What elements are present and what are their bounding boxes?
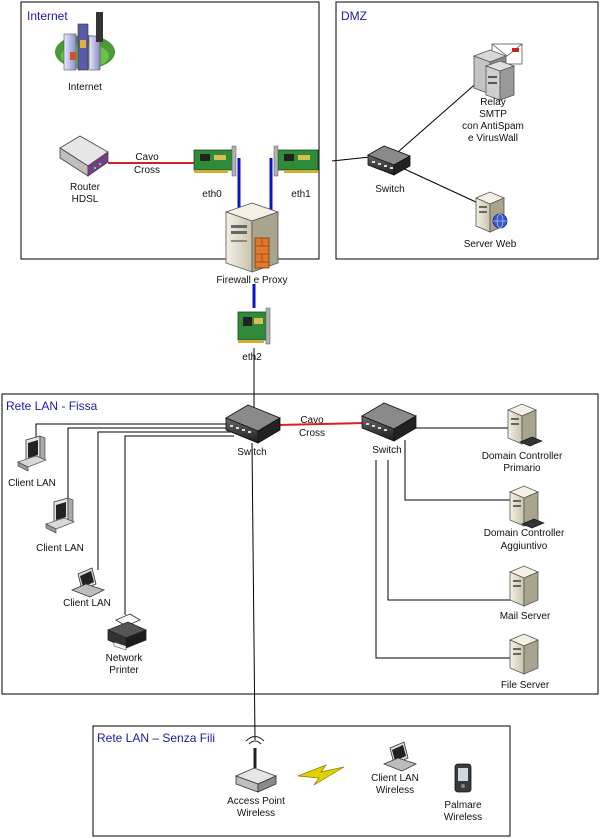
eth0-nic-icon xyxy=(193,145,237,177)
file-server-icon xyxy=(508,633,540,675)
file-server-label: File Server xyxy=(501,680,550,691)
palmare-label-1: Palmare xyxy=(444,800,482,811)
cable-lan-label-2: Cross xyxy=(299,428,325,439)
lan-switch-left-icon xyxy=(225,404,281,444)
zone-internet xyxy=(20,1,320,260)
firewall-server-icon xyxy=(224,202,280,273)
client1-label: Client LAN xyxy=(8,478,56,489)
link-switch-access-point xyxy=(251,442,256,741)
eth2-label: eth2 xyxy=(242,352,262,363)
eth2-nic-icon xyxy=(237,307,271,345)
cable-top-label-2: Cross xyxy=(134,165,160,176)
link-dmz-switch-web xyxy=(397,165,479,204)
zone-dmz-title: DMZ xyxy=(341,9,367,23)
access-point-icon xyxy=(234,736,278,793)
link-eth1-dmz-switch xyxy=(331,156,371,162)
cable-lan-label-1: Cavo xyxy=(300,415,324,426)
link-switch-dc-additional xyxy=(404,440,512,501)
mail-server-icon xyxy=(508,565,540,607)
dmz-switch-label: Switch xyxy=(375,184,404,195)
printer-label-2: Printer xyxy=(109,665,139,676)
web-server-label: Server Web xyxy=(464,239,517,250)
zone-lan-wireless xyxy=(92,725,511,837)
client3-label: Client LAN xyxy=(63,598,111,609)
internet-label: Internet xyxy=(68,82,102,93)
link-switch-printer xyxy=(124,435,234,615)
dc-primary-label-1: Domain Controller xyxy=(482,451,563,462)
zone-dmz xyxy=(335,1,599,260)
zone-lan-wireless-title: Rete LAN – Senza Fili xyxy=(97,731,215,745)
router-icon xyxy=(59,135,109,177)
relay-label-2: SMTP xyxy=(479,109,507,120)
wireless-client-label-1: Client LAN xyxy=(371,773,419,784)
eth1-nic-icon xyxy=(273,145,319,177)
network-printer-icon xyxy=(106,613,148,651)
web-server-icon xyxy=(474,191,508,233)
relay-label-3: con AntiSpam xyxy=(462,121,524,132)
zone-lan-wired-title: Rete LAN - Fissa xyxy=(6,399,98,413)
link-switch-mail xyxy=(387,460,512,601)
link-dmz-switch-relay xyxy=(397,79,481,153)
router-label-2: HDSL xyxy=(72,194,99,205)
dc-primary-server-icon xyxy=(506,403,543,447)
relay-smtp-server-icon xyxy=(472,43,523,101)
firewall-label: Firewall e Proxy xyxy=(216,275,287,286)
link-switch-file xyxy=(375,460,512,659)
lan-switch-right-label: Switch xyxy=(372,445,401,456)
link-lan-cross-cable xyxy=(277,422,367,426)
mail-server-label: Mail Server xyxy=(500,611,551,622)
client3-laptop-icon xyxy=(70,567,106,598)
link-switch-client2 xyxy=(67,427,230,500)
printer-label-1: Network xyxy=(106,653,144,664)
eth0-label: eth0 xyxy=(202,189,222,200)
link-switch-client3 xyxy=(97,431,232,570)
client1-computer-icon xyxy=(17,435,47,472)
pda-icon xyxy=(454,763,472,793)
wireless-client-laptop-icon xyxy=(382,741,418,772)
lan-switch-left-label: Switch xyxy=(237,447,266,458)
router-label-1: Router xyxy=(70,182,101,193)
cable-top-label-1: Cavo xyxy=(135,152,159,163)
client2-computer-icon xyxy=(45,497,75,534)
zone-internet-title: Internet xyxy=(27,9,68,23)
internet-icon xyxy=(55,12,115,71)
dmz-switch-icon xyxy=(367,145,411,176)
dc-additional-label-2: Aggiuntivo xyxy=(501,541,548,552)
access-point-label-2: Wireless xyxy=(237,808,275,819)
eth1-label: eth1 xyxy=(291,189,311,200)
relay-label-4: e VirusWall xyxy=(468,133,518,144)
zone-lan-wired xyxy=(1,393,599,695)
wireless-link-lightning xyxy=(297,764,345,786)
dc-primary-label-2: Primario xyxy=(503,463,541,474)
palmare-label-2: Wireless xyxy=(444,812,482,823)
client2-label: Client LAN xyxy=(36,543,84,554)
dc-additional-label-1: Domain Controller xyxy=(484,528,565,539)
lan-switch-right-icon xyxy=(361,402,417,442)
dc-additional-server-icon xyxy=(508,485,545,529)
access-point-label-1: Access Point xyxy=(227,796,285,807)
link-switch-client1 xyxy=(35,423,228,440)
relay-label-1: Relay xyxy=(480,97,506,108)
wireless-client-label-2: Wireless xyxy=(376,785,414,796)
